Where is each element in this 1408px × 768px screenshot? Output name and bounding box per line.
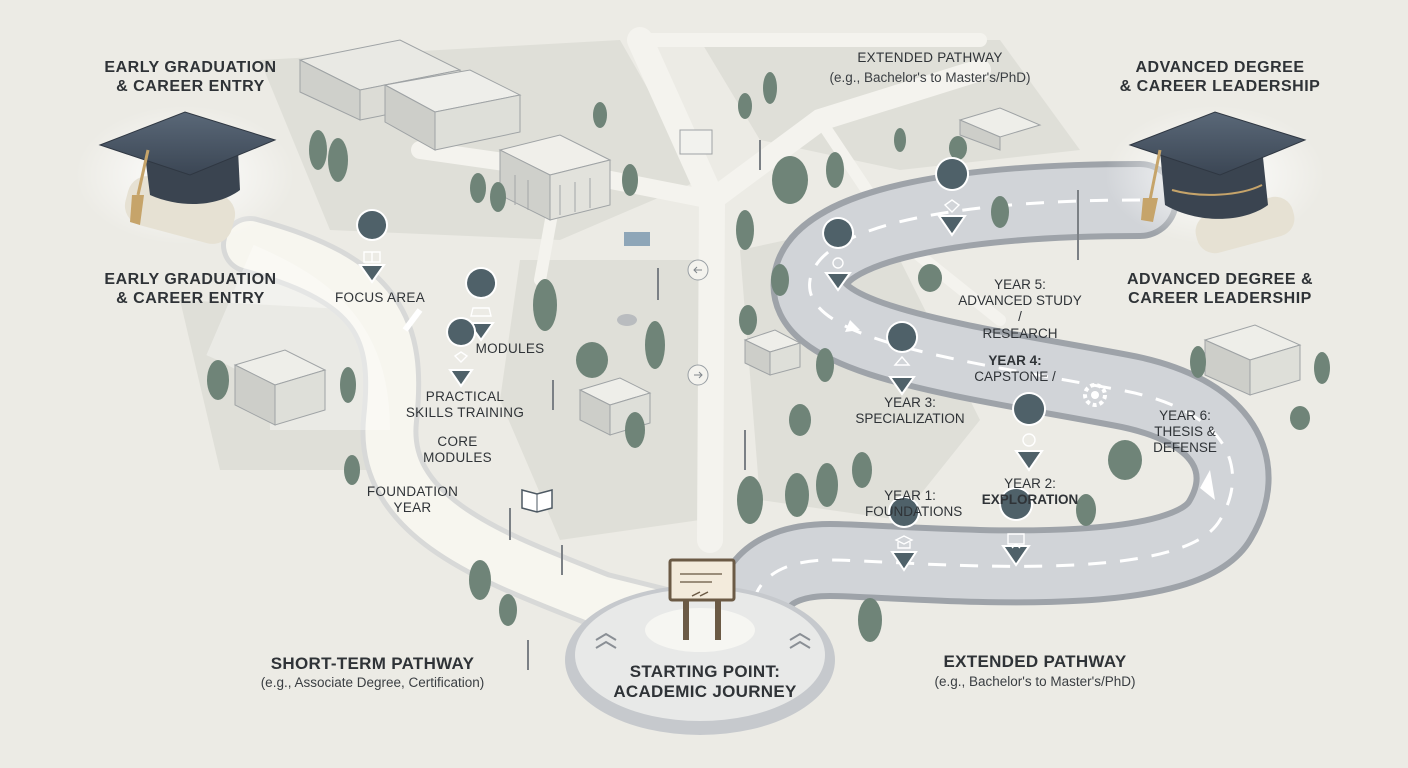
top-left-title: EARLY GRADUATION & CAREER ENTRY bbox=[104, 59, 277, 96]
gear-icon bbox=[1083, 383, 1107, 407]
year5-label: YEAR 5:ADVANCED STUDY / RESEARCH bbox=[958, 277, 1082, 341]
pin-year2 bbox=[999, 487, 1034, 567]
short-term-road bbox=[205, 216, 709, 649]
modules-label: MODULES bbox=[475, 341, 545, 356]
buildings bbox=[233, 39, 1302, 436]
short-term-title: SHORT-TERM PATHWAY bbox=[270, 654, 475, 673]
book-icon bbox=[521, 489, 553, 513]
graduation-cap-icon bbox=[75, 105, 295, 245]
pin-year2b bbox=[1012, 392, 1047, 472]
pin-year5 bbox=[822, 217, 854, 292]
extended-subtitle: (e.g., Bachelor's to Master's/PhD) bbox=[934, 674, 1136, 689]
year4-label: YEAR 4:CAPSTONE / bbox=[974, 353, 1056, 385]
top-center-title: EXTENDED PATHWAY bbox=[857, 50, 1003, 65]
short-term-subtitle: (e.g., Associate Degree, Certification) bbox=[260, 675, 485, 690]
start-roundabout bbox=[565, 585, 835, 735]
year3-label: YEAR 3:SPECIALIZATION bbox=[855, 395, 965, 427]
mid-right-title: ADVANCED DEGREE & CAREER LEADERSHIP bbox=[1127, 271, 1313, 308]
pond bbox=[617, 129, 713, 326]
pin-year4 bbox=[935, 157, 970, 237]
pin-year3 bbox=[886, 321, 918, 396]
mid-left-title: EARLY GRADUATION & CAREER ENTRY bbox=[104, 271, 277, 308]
arrow-left-icon bbox=[687, 259, 709, 281]
trees bbox=[207, 72, 1330, 642]
foundation-year-label: FOUNDATION YEAR bbox=[366, 484, 459, 516]
pin-practical bbox=[446, 317, 477, 388]
pin-glyphs bbox=[363, 199, 1036, 549]
lamp-posts bbox=[509, 140, 1079, 670]
year1-label: YEAR 1:FOUNDATIONS bbox=[865, 488, 963, 520]
focus-area-label: FOCUS AREA bbox=[334, 290, 426, 305]
year6-label: YEAR 6:THESIS & DEFENSE bbox=[1153, 408, 1217, 456]
start-title: STARTING POINT: ACADEMIC JOURNEY bbox=[613, 662, 797, 702]
pin-year1 bbox=[888, 496, 920, 572]
pins bbox=[356, 157, 1047, 572]
signpost-icon bbox=[668, 558, 736, 640]
practical-skills-label: PRACTICAL SKILLS TRAINING bbox=[405, 389, 525, 421]
graduation-cap-icon-right bbox=[1105, 105, 1325, 254]
pin-focus-area bbox=[356, 209, 388, 284]
top-center-subtitle: (e.g., Bachelor's to Master's/PhD) bbox=[829, 70, 1031, 85]
extended-title: EXTENDED PATHWAY bbox=[943, 652, 1127, 671]
presenter-icon bbox=[1007, 533, 1025, 549]
atom-icon bbox=[1022, 433, 1036, 447]
top-right-title: ADVANCED DEGREE & CAREER LEADERSHIP bbox=[1119, 59, 1321, 96]
core-modules-label: CORE MODULES bbox=[423, 434, 492, 466]
arrow-right-icon bbox=[687, 364, 709, 386]
year2-label: YEAR 2:EXPLORATION bbox=[981, 476, 1079, 508]
